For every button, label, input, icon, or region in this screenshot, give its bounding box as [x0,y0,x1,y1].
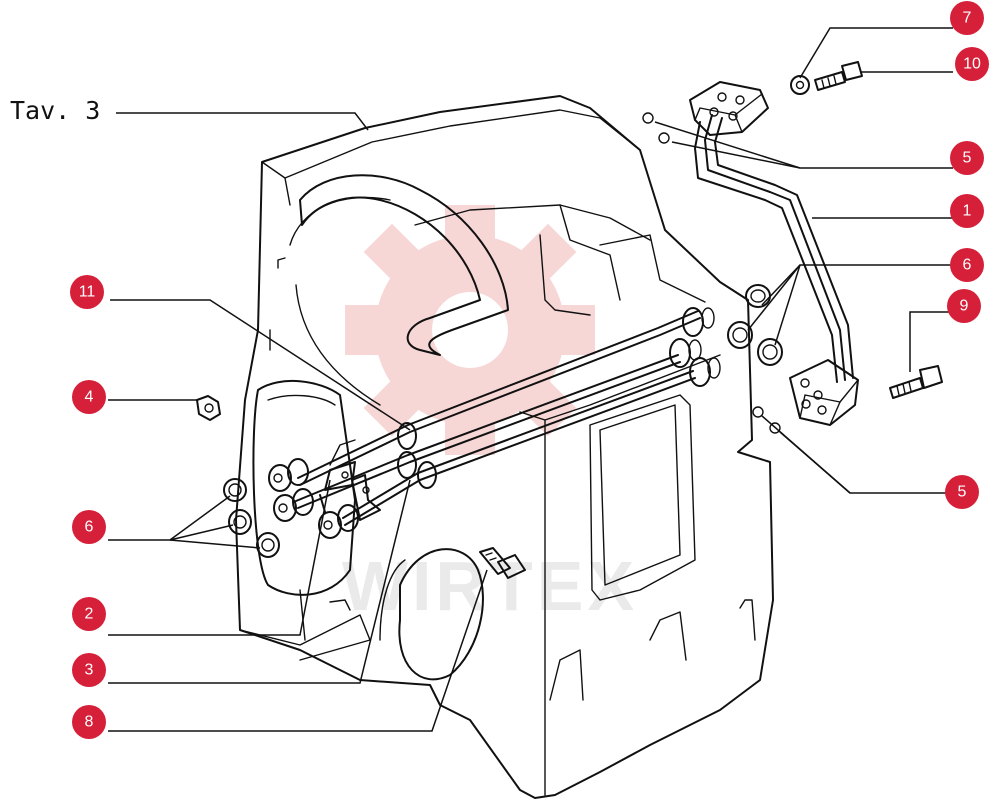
pipe-fittings-right [669,307,721,387]
callout-5-bottom: 5 [945,475,979,509]
flange-top [689,81,769,136]
svg-text:2: 2 [85,606,94,623]
svg-text:6: 6 [85,519,94,536]
callout-11: 11 [70,275,104,309]
svg-text:3: 3 [85,662,94,679]
callout-3: 3 [72,653,106,687]
callout-5-top: 5 [950,141,984,175]
callout-4: 4 [72,380,106,414]
watermark-gear-icon [345,205,595,455]
svg-text:5: 5 [963,150,972,167]
drawing-title: Tav. 3 [10,96,100,125]
svg-text:7: 7 [963,10,972,27]
pipe-bundle [268,307,721,539]
callout-8: 8 [72,705,106,739]
watermark-text: WIRTEX [342,547,638,625]
seal-rings [223,112,783,558]
callout-6-right: 6 [950,248,984,282]
bolt-10-icon [814,61,863,91]
external-pipe-assembly [689,81,859,426]
fasteners [196,61,943,579]
callout-2: 2 [72,597,106,631]
svg-text:8: 8 [85,714,94,731]
callout-7: 7 [950,1,984,35]
bolt-9-icon [889,365,943,399]
leader-lines [108,27,953,732]
svg-text:11: 11 [79,284,96,301]
pipe-fittings-left [268,458,359,539]
svg-text:6: 6 [963,257,972,274]
bolt-8-icon [479,547,526,579]
pipe-fittings-mid [397,422,437,489]
nut-icon [196,395,221,421]
svg-text:1: 1 [963,203,972,220]
callout-badges: 7 10 5 1 6 9 5 11 [70,1,989,739]
pipe-clamps [319,439,381,521]
svg-text:4: 4 [85,389,94,406]
callout-6-left: 6 [72,510,106,544]
callout-10: 10 [955,47,989,81]
callout-9: 9 [947,289,981,323]
callout-1: 1 [950,194,984,228]
svg-text:9: 9 [960,298,969,315]
svg-text:5: 5 [958,484,967,501]
washer-icon [790,75,810,95]
svg-text:10: 10 [963,56,981,73]
flange-bottom [789,359,859,426]
gearbox-housing [235,95,774,799]
